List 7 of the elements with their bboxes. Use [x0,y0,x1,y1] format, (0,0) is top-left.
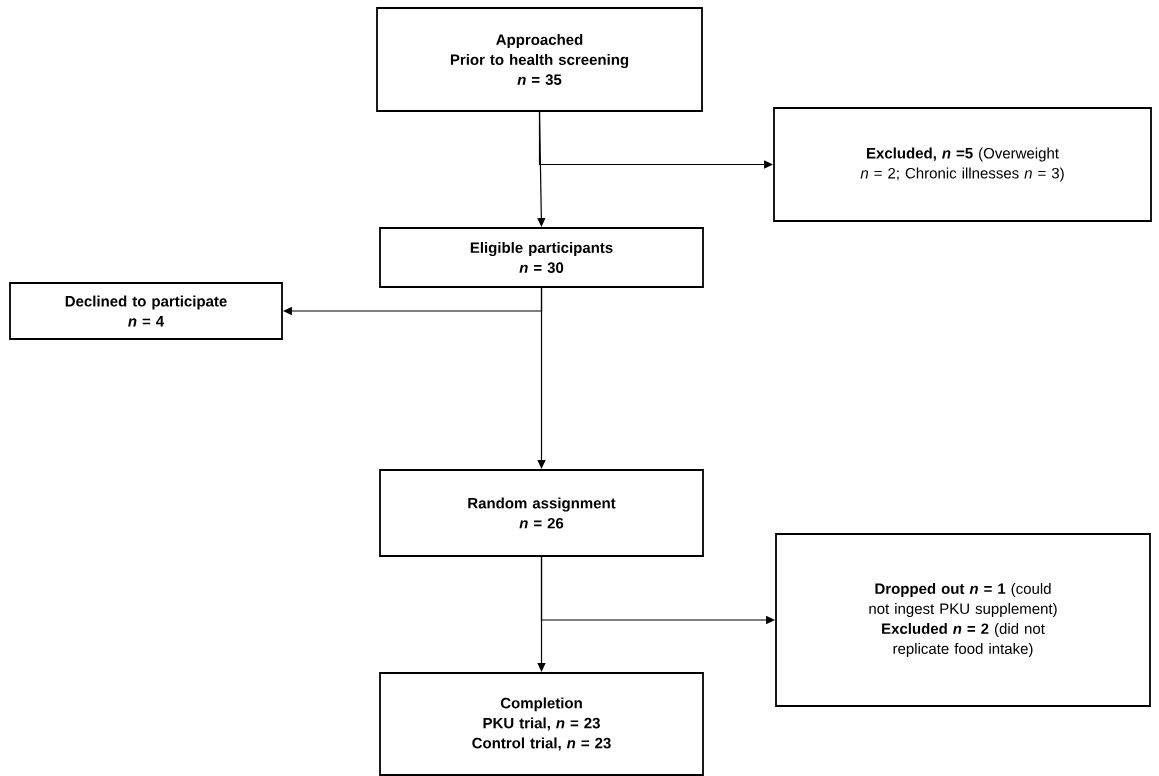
step-box: Random assignment n = 26 [379,469,704,557]
step-box: Completion PKU trial, n = 23 Control trial, n = 23 [379,672,704,776]
step-box: Approached Prior to health screening n = 35 [376,7,703,112]
step-box: Excluded, n =5 (Overweight n = 2; Chronic illnesses n = 3) [773,107,1152,222]
step-box: Eligible participants n = 30 [379,227,704,288]
step-box: Dropped out n = 1 (could not ingest PKU supplement) Excluded n = 2 (did not replicate food intake) [775,533,1151,707]
step-box: Declined to participate n = 4 [9,282,283,340]
